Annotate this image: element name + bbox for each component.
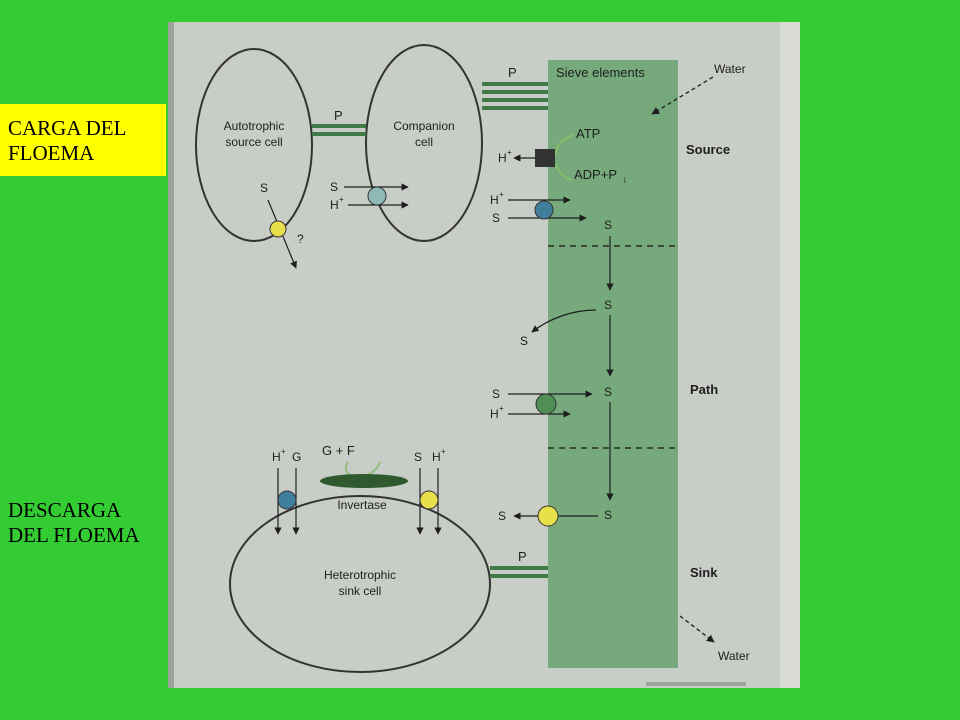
plasmodesmata-sink-sieve — [490, 566, 548, 578]
autotrophic-cell-label-2: source cell — [225, 135, 282, 149]
sink-sucrose-in-label: S — [414, 450, 422, 464]
invertase-enzyme — [320, 474, 408, 488]
plasmodesma-label-p1: P — [334, 108, 343, 123]
carga-label-line-1: CARGA DEL — [8, 116, 127, 140]
glucose-label: G — [292, 450, 301, 464]
phloem-transport-diagram: P P P Autotrophic source cell Companion … — [168, 22, 800, 688]
carga-label-line-2: FLOEMA — [8, 141, 95, 165]
pump-proton-sup: + — [507, 148, 512, 157]
sink-proton-in-sup: + — [441, 447, 446, 456]
sink-region-label: Sink — [690, 565, 718, 580]
heterotrophic-sink-cell — [229, 495, 491, 673]
unknown-transporter-label: ? — [297, 232, 304, 246]
path-retrieval-symporter — [535, 393, 557, 415]
adp-pi-label: ADP+P — [574, 167, 617, 182]
sieve-sucrose-path-2: S — [604, 385, 612, 399]
water-out-arrow — [679, 615, 715, 643]
scan-edge-shadow — [168, 22, 174, 688]
invertase-label: Invertase — [337, 498, 387, 512]
companion-proton-label: H — [330, 198, 339, 212]
companion-sucrose-label: S — [330, 180, 338, 194]
glucose-proton-sup: + — [281, 447, 286, 456]
water-out-label: Water — [718, 649, 750, 663]
scan-footer-smudge — [646, 682, 746, 686]
autotrophic-source-cell — [195, 48, 313, 242]
sieve-sucrose-source: S — [604, 218, 612, 232]
companion-cell — [365, 44, 483, 242]
atp-proton-pump — [535, 149, 555, 167]
companion-cell-label-2: cell — [415, 135, 433, 149]
source-sucrose-label: S — [492, 211, 500, 225]
pump-proton-label: H — [498, 151, 507, 165]
plasmodesmata-auto-companion — [312, 124, 366, 136]
sieve-sucrose-sink: S — [604, 508, 612, 522]
sieve-elements-label: Sieve elements — [556, 65, 645, 80]
paper-background — [168, 22, 800, 688]
descarga-label-line-1: DESCARGA — [8, 498, 122, 522]
sink-sucrose-out-label: S — [498, 509, 506, 523]
carga-del-floema-label: CARGA DEL FLOEMA — [0, 104, 166, 176]
atp-curve — [555, 134, 574, 155]
source-region-label: Source — [686, 142, 730, 157]
sink-unload-carrier — [537, 505, 559, 527]
water-in-arrow — [651, 76, 714, 115]
path-leaked-sucrose: S — [520, 334, 528, 348]
companion-cell-label-1: Companion — [393, 119, 454, 133]
source-symporter — [534, 200, 554, 220]
g-plus-f-label: G + F — [322, 443, 355, 458]
source-proton-sup: + — [499, 190, 504, 199]
sink-proton-in-label: H — [432, 450, 441, 464]
plasmodesmata-companion-sieve — [482, 82, 548, 110]
heterotrophic-cell-label-1: Heterotrophic — [324, 568, 396, 582]
plasmodesma-label-p2: P — [508, 65, 517, 80]
sink-sucrose-symporter — [419, 490, 439, 510]
sieve-element-column — [548, 60, 678, 668]
plasmodesma-label-p3: P — [518, 549, 527, 564]
glucose-proton-label: H — [272, 450, 281, 464]
adp-curve — [555, 163, 573, 181]
adp-pi-subscript: i — [624, 176, 626, 185]
path-sucrose-label: S — [492, 387, 500, 401]
path-region-label: Path — [690, 382, 718, 397]
glucose-symporter — [277, 490, 297, 510]
sieve-sucrose-path-1: S — [604, 298, 612, 312]
descarga-del-floema-label: DESCARGA DEL FLOEMA — [8, 498, 198, 548]
descarga-label-line-2: DEL FLOEMA — [8, 523, 140, 547]
atp-label: ATP — [576, 126, 600, 141]
autotrophic-cell-label-1: Autotrophic — [224, 119, 285, 133]
autotrophic-yellow-carrier — [269, 220, 287, 238]
scan-right-margin — [780, 22, 800, 688]
companion-symporter — [367, 186, 387, 206]
path-proton-sup: + — [499, 404, 504, 413]
source-proton-label: H — [490, 193, 499, 207]
path-leak-arrow — [531, 309, 597, 333]
companion-proton-sup: + — [339, 195, 344, 204]
heterotrophic-cell-label-2: sink cell — [339, 584, 382, 598]
autotrophic-sucrose-label: S — [260, 181, 268, 195]
path-proton-label: H — [490, 407, 499, 421]
water-in-label: Water — [714, 62, 746, 76]
